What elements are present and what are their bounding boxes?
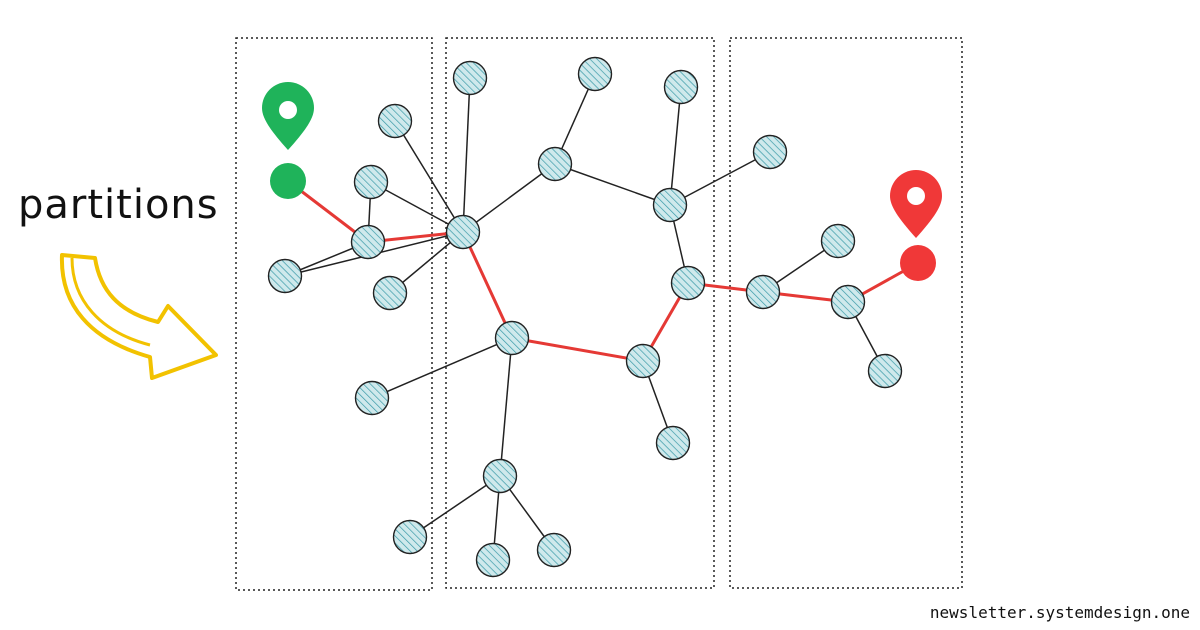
graph-edge <box>669 86 682 206</box>
graph-node <box>445 214 481 250</box>
graph-node <box>577 56 613 92</box>
end-location-pin-icon <box>890 170 942 238</box>
graph-node <box>350 224 386 260</box>
graph-node <box>494 320 530 356</box>
partition-3 <box>729 37 963 589</box>
graph-node <box>372 275 408 311</box>
shortest-path-edge <box>510 336 645 363</box>
end-node <box>900 245 936 281</box>
graph-node <box>354 380 390 416</box>
shortest-path-layer <box>286 179 920 363</box>
edges-layer <box>284 73 886 561</box>
graph-node <box>392 519 428 555</box>
partition-2 <box>445 37 715 589</box>
credit-text: newsletter.systemdesign.one <box>929 603 1190 622</box>
graph-node <box>267 258 303 294</box>
graph-edge <box>370 181 464 233</box>
graph-edge <box>499 337 513 477</box>
graph-node <box>867 353 903 389</box>
start-node <box>270 163 306 199</box>
graph-node <box>830 284 866 320</box>
graph-node <box>452 60 488 96</box>
shortest-path-edge <box>461 230 514 340</box>
graph-node <box>663 69 699 105</box>
partitions-layer <box>235 37 963 591</box>
graph-node <box>625 343 661 379</box>
graph-node <box>820 223 856 259</box>
graph-node <box>670 265 706 301</box>
graph-node <box>537 146 573 182</box>
graph-edge <box>394 120 464 233</box>
partition-1 <box>235 37 433 591</box>
curved-arrow-icon <box>59 253 218 380</box>
graph-node <box>745 274 781 310</box>
start-location-pin-icon <box>262 82 314 150</box>
graph-node <box>536 532 572 568</box>
partitions-label: partitions <box>18 182 219 228</box>
graph-node <box>377 103 413 139</box>
graph-edge <box>462 77 471 233</box>
graph-node <box>655 425 691 461</box>
graph-node <box>752 134 788 170</box>
graph-edge <box>409 475 501 538</box>
graph-edge <box>371 337 513 399</box>
nodes-layer <box>267 56 903 578</box>
graph-node <box>353 164 389 200</box>
graph-edge <box>554 163 671 206</box>
graph-node <box>475 542 511 578</box>
graph-edge <box>669 151 771 206</box>
graph-node <box>652 187 688 223</box>
graph-node <box>482 458 518 494</box>
graph-edge <box>462 163 556 233</box>
